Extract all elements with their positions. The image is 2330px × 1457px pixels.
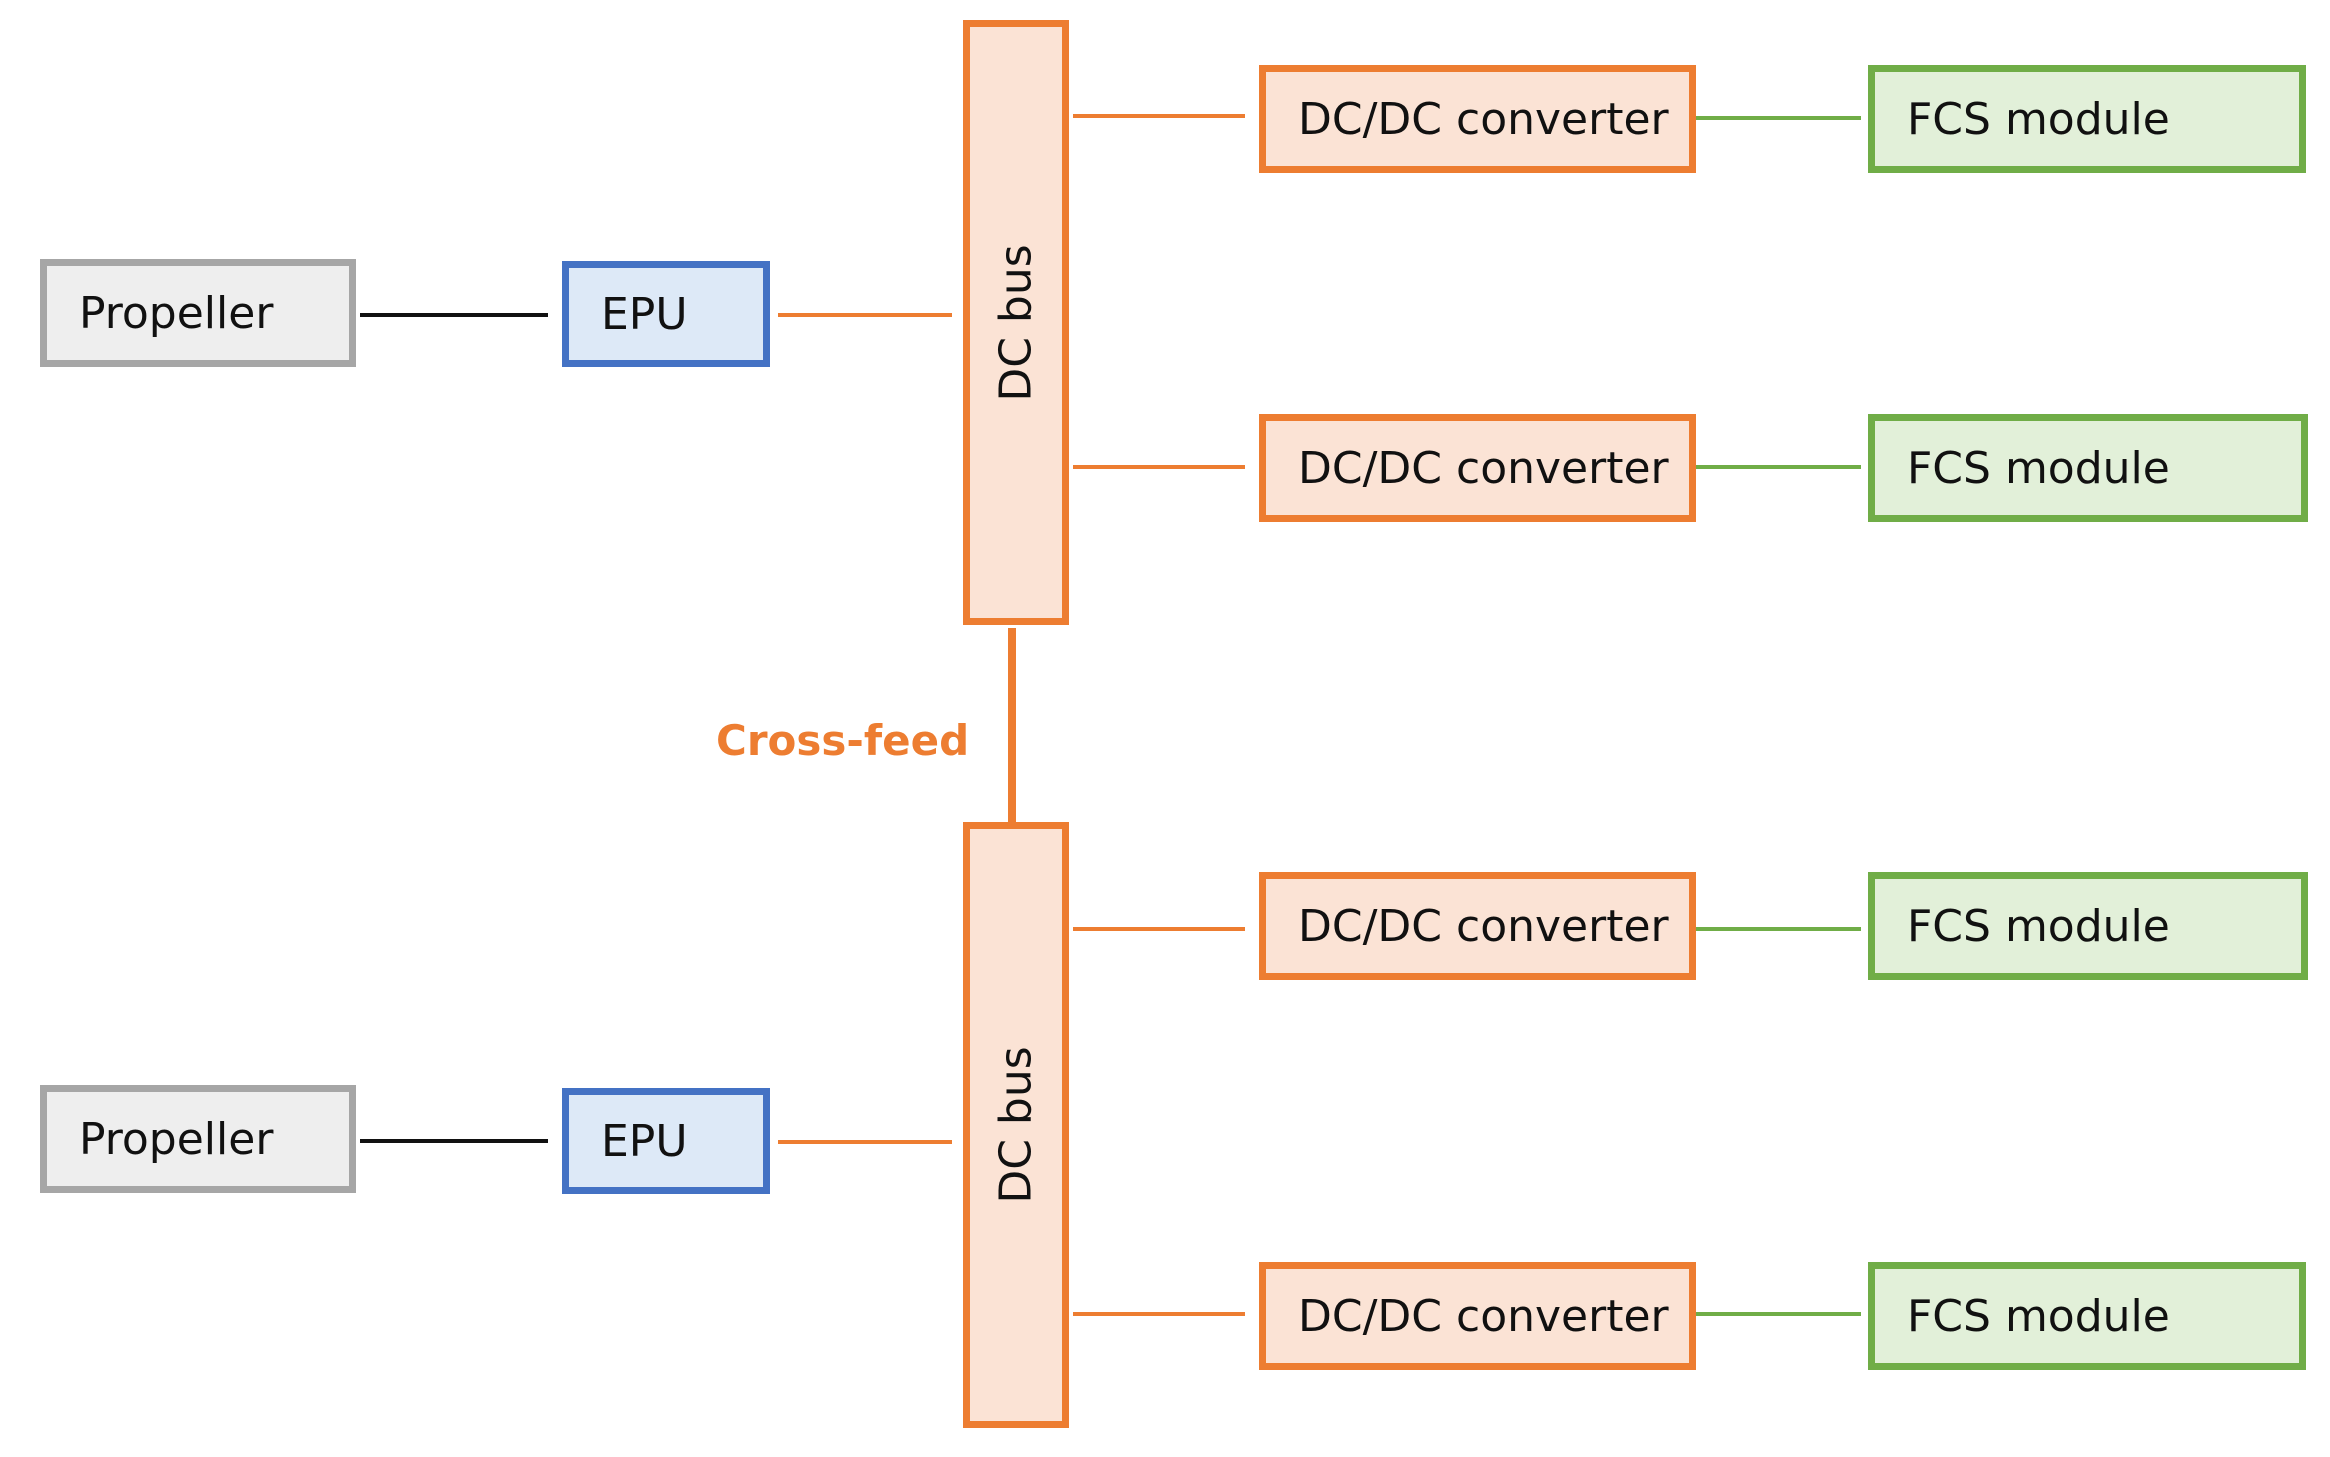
dc-dc-converter-box: DC/DC converter (1259, 872, 1696, 980)
propeller-box-upper: Propeller (40, 259, 356, 367)
epu-label: EPU (601, 288, 688, 340)
bus-converter-connector (1073, 114, 1245, 118)
propeller-label: Propeller (79, 1113, 274, 1165)
dc-bus-label: DC bus (990, 1046, 1042, 1204)
dc-dc-converter-box: DC/DC converter (1259, 65, 1696, 173)
propeller-box-lower: Propeller (40, 1085, 356, 1193)
converter-label: DC/DC converter (1298, 442, 1669, 494)
propeller-epu-connector (360, 1139, 548, 1143)
converter-fcs-connector (1696, 116, 1861, 120)
fcs-module-box: FCS module (1868, 414, 2308, 522)
dc-dc-converter-box: DC/DC converter (1259, 414, 1696, 522)
converter-label: DC/DC converter (1298, 93, 1669, 145)
fcs-module-box: FCS module (1868, 65, 2306, 173)
dc-bus-label: DC bus (990, 243, 1042, 402)
epu-box-lower: EPU (562, 1088, 770, 1194)
propeller-epu-connector (360, 313, 548, 317)
converter-fcs-connector (1696, 465, 1861, 469)
converter-label: DC/DC converter (1298, 1290, 1669, 1342)
fcs-label: FCS module (1907, 1290, 2170, 1342)
bus-converter-connector (1073, 927, 1245, 931)
dc-bus-upper: DC bus (963, 20, 1069, 625)
epu-box-upper: EPU (562, 261, 770, 367)
converter-fcs-connector (1696, 1312, 1861, 1316)
propeller-label: Propeller (79, 287, 274, 339)
epu-bus-connector (778, 313, 952, 317)
bus-converter-connector (1073, 465, 1245, 469)
fcs-label: FCS module (1907, 93, 2170, 145)
fcs-label: FCS module (1907, 442, 2170, 494)
dc-dc-converter-box: DC/DC converter (1259, 1262, 1696, 1370)
fcs-module-box: FCS module (1868, 1262, 2306, 1370)
converter-label: DC/DC converter (1298, 900, 1669, 952)
converter-fcs-connector (1696, 927, 1861, 931)
crossfeed-connector (1008, 628, 1016, 822)
fcs-module-box: FCS module (1868, 872, 2308, 980)
fcs-label: FCS module (1907, 900, 2170, 952)
crossfeed-label: Cross-feed (716, 716, 970, 765)
dc-bus-lower: DC bus (963, 822, 1069, 1428)
bus-converter-connector (1073, 1312, 1245, 1316)
epu-label: EPU (601, 1115, 688, 1167)
epu-bus-connector (778, 1140, 952, 1144)
